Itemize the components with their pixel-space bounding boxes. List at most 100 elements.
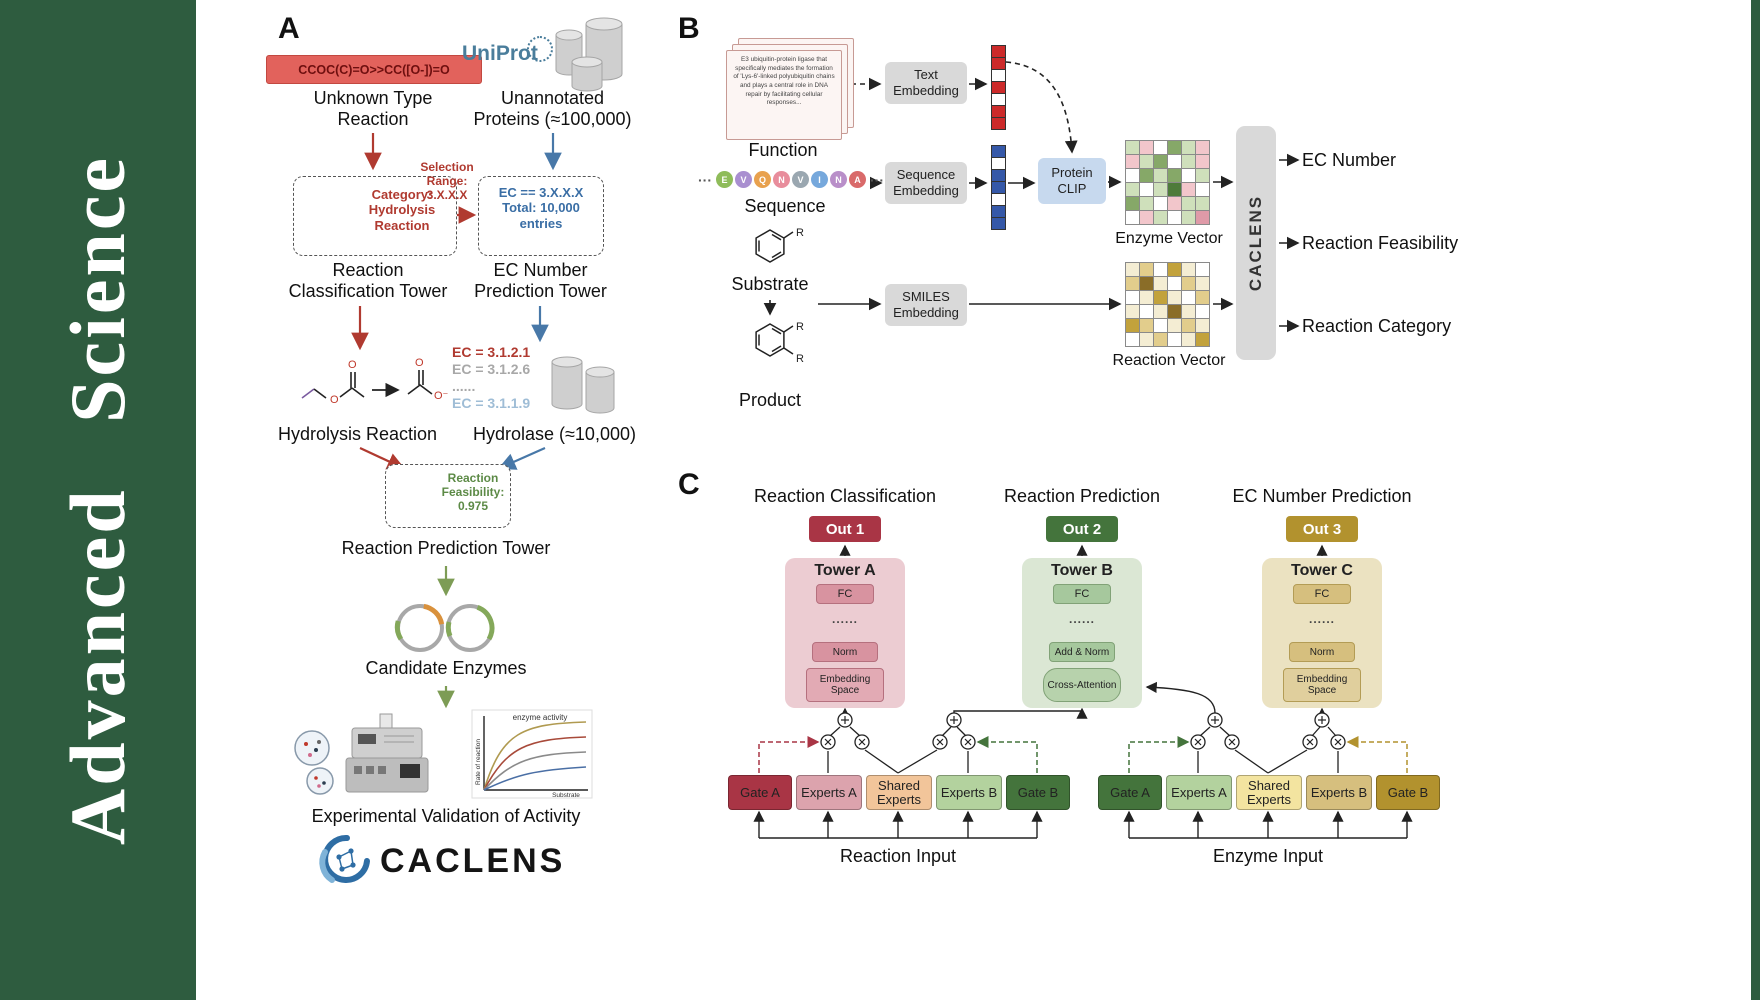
uniprot-ring-icon <box>527 36 553 62</box>
tower-a-norm: Norm <box>812 642 878 662</box>
reaction-classification-tower-label: Reaction Classification Tower <box>288 260 448 302</box>
amino-acid-circle: N <box>773 171 790 188</box>
out3-box: Out 3 <box>1286 516 1358 542</box>
ec-number-box: EC == 3.X.X.X Total: 10,000 entries <box>478 176 604 256</box>
gating-nodes <box>820 712 1346 750</box>
matrix-cell <box>1196 155 1209 168</box>
function-card: E3 ubiquitin-protein ligase that specifi… <box>726 50 842 140</box>
matrix-cell <box>1196 169 1209 182</box>
matrix-cell <box>1182 197 1195 210</box>
matrix-cell <box>1140 141 1153 154</box>
sequence-embedding-vector <box>991 145 1006 230</box>
tower-b-cross-attention: Cross-Attention <box>1043 668 1121 702</box>
tower-a-fc: FC <box>816 584 874 604</box>
hydrolysis-reaction-structures: O O O O⁻ <box>301 357 449 406</box>
tower-c-embedding-space: Embedding Space <box>1283 668 1361 702</box>
panel-c-label: C <box>678 468 700 501</box>
out2-box: Out 2 <box>1046 516 1118 542</box>
product-molecule: R R <box>755 321 804 365</box>
feasibility-text: Reaction Feasibility: 0.975 <box>441 471 505 514</box>
unannotated-proteins-label: Unannotated Proteins (≈100,000) <box>473 88 632 130</box>
matrix-cell <box>1140 263 1153 276</box>
product-label: Product <box>738 390 802 410</box>
substituent-label: R <box>796 321 804 333</box>
panel-b-label: B <box>678 12 700 45</box>
caclens-model-text: CACLENS <box>1246 194 1266 292</box>
caclens-model-box: CACLENS <box>1236 126 1276 360</box>
matrix-cell <box>1126 319 1139 332</box>
matrix-cell <box>1154 197 1167 210</box>
vector-cell <box>991 217 1006 230</box>
matrix-cell <box>1196 305 1209 318</box>
journal-band-right <box>1751 0 1760 1000</box>
amino-acid-circle: V <box>792 171 809 188</box>
matrix-cell <box>1168 141 1181 154</box>
reaction-prediction-tower-label: Reaction Prediction Tower <box>341 538 551 558</box>
smiles-embedding-box: SMILES Embedding <box>885 284 967 326</box>
enzyme-gate-a-box: Gate A <box>1098 775 1162 810</box>
ec-filter-text: EC == 3.X.X.X Total: 10,000 entries <box>498 185 584 231</box>
sequence-label: Sequence <box>744 196 826 216</box>
matrix-cell <box>1140 291 1153 304</box>
tower-a-dots: ...... <box>831 612 858 626</box>
caclens-logo-icon <box>319 834 370 883</box>
matrix-cell <box>1154 277 1167 290</box>
matrix-cell <box>1154 263 1167 276</box>
amino-acid-circle: Q <box>754 171 771 188</box>
tower-a-title: Tower A <box>814 562 876 579</box>
tower-b-dots: ...... <box>1068 612 1095 626</box>
matrix-cell <box>1126 169 1139 182</box>
amino-acid-circle: E <box>716 171 733 188</box>
matrix-cell <box>1154 333 1167 346</box>
activity-plot-ylabel: Rate of reaction <box>475 739 482 785</box>
matrix-cell <box>1182 211 1195 224</box>
reaction-classification-box: Category: Hydrolysis Reaction <box>293 176 457 256</box>
output-ec-number: EC Number <box>1302 150 1397 170</box>
reaction-input-label: Reaction Input <box>839 846 957 866</box>
matrix-cell <box>1154 141 1167 154</box>
matrix-cell <box>1182 183 1195 196</box>
matrix-cell <box>1196 141 1209 154</box>
matrix-cell <box>1182 169 1195 182</box>
matrix-cell <box>1140 183 1153 196</box>
selection-range-label: Selection Range: 3.X.X.X <box>420 160 474 203</box>
text-embedding-vector <box>991 45 1006 130</box>
hydrolase-database-icon <box>551 356 615 414</box>
matrix-cell <box>1168 155 1181 168</box>
matrix-cell <box>1140 211 1153 224</box>
function-label: Function <box>748 140 818 160</box>
unknown-reaction-label: Unknown Type Reaction <box>313 88 433 130</box>
substituent-label: R <box>796 227 804 239</box>
candidate-enzymes-label: Candidate Enzymes <box>365 658 527 678</box>
matrix-cell <box>1168 183 1181 196</box>
matrix-cell <box>1140 155 1153 168</box>
panel-a-label: A <box>278 12 300 45</box>
matrix-cell <box>1154 169 1167 182</box>
enzyme-vector-matrix <box>1125 140 1210 225</box>
matrix-cell <box>1182 305 1195 318</box>
tower-c-norm: Norm <box>1289 642 1355 662</box>
matrix-cell <box>1126 155 1139 168</box>
substrate-label: Substrate <box>731 274 809 294</box>
amino-acid-circle: A <box>849 171 866 188</box>
matrix-cell <box>1182 291 1195 304</box>
tower-b-add-norm: Add & Norm <box>1049 642 1115 662</box>
matrix-cell <box>1196 211 1209 224</box>
matrix-cell <box>1168 263 1181 276</box>
tower-b-fc: FC <box>1053 584 1111 604</box>
activity-plot-title: enzyme activity <box>513 713 568 722</box>
reaction-feasibility-box: Reaction Feasibility: 0.975 <box>385 464 511 528</box>
matrix-cell <box>1168 277 1181 290</box>
matrix-cell <box>1168 197 1181 210</box>
ec-list-item: EC = 3.1.2.1 <box>452 344 531 360</box>
tower-c: Tower C FC ...... Norm Embedding Space <box>1262 558 1382 708</box>
tower-a: Tower A FC ...... Norm Embedding Space <box>785 558 905 708</box>
matrix-cell <box>1168 319 1181 332</box>
ec-list-item: ...... <box>452 378 476 394</box>
matrix-cell <box>1126 211 1139 224</box>
text-embedding-box: Text Embedding <box>885 62 967 104</box>
tower-c-dots: ...... <box>1308 612 1335 626</box>
matrix-cell <box>1154 211 1167 224</box>
matrix-cell <box>1168 169 1181 182</box>
